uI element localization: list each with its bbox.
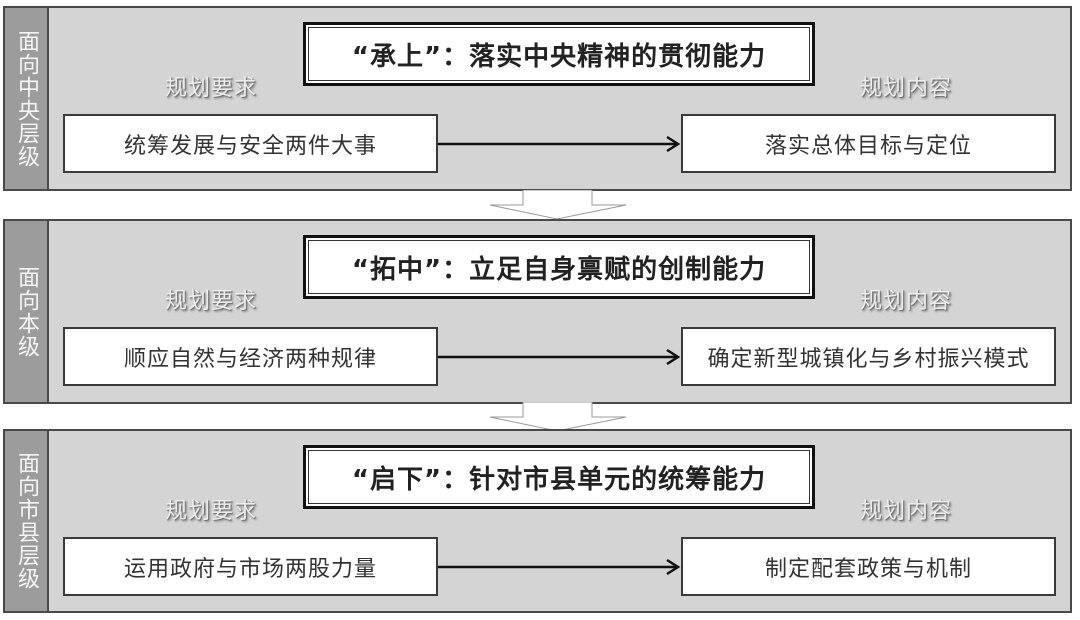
requirement-label: 规划要求 — [165, 76, 258, 101]
requirement-text: 顺应自然与经济两种规律 — [123, 346, 377, 372]
content-label: 规划内容 — [860, 499, 953, 524]
content-label: 规划内容 — [860, 289, 953, 314]
requirement-box: 顺应自然与经济两种规律 — [63, 327, 438, 386]
level-title: “承上”：落实中央精神的贯彻能力 — [351, 41, 767, 72]
side-label: 面向中央层级 — [14, 29, 39, 168]
level-panel-central: 面向中央层级 “承上”：落实中央精神的贯彻能力 规划要求 规划内容 统筹发展与安… — [3, 6, 1072, 191]
requirement-text: 运用政府与市场两股力量 — [123, 556, 377, 582]
right-arrow-icon — [438, 348, 681, 366]
content-box: 落实总体目标与定位 — [681, 114, 1056, 173]
down-arrow-icon — [489, 402, 627, 432]
content-label: 规划内容 — [860, 76, 953, 101]
title-box: “承上”：落实中央精神的贯彻能力 — [303, 22, 815, 86]
down-arrow-icon — [489, 190, 627, 220]
requirement-label: 规划要求 — [165, 499, 258, 524]
level-title: “拓中”：立足自身禀赋的创制能力 — [351, 254, 767, 285]
requirement-label: 规划要求 — [165, 289, 258, 314]
level-title: “启下”：针对市县单元的统筹能力 — [351, 464, 767, 495]
side-strip: 面向市县层级 — [5, 431, 49, 611]
side-label: 面向市县层级 — [14, 452, 39, 590]
requirement-box: 运用政府与市场两股力量 — [63, 537, 438, 596]
content-text: 制定配套政策与机制 — [764, 556, 972, 582]
requirement-text: 统筹发展与安全两件大事 — [123, 133, 377, 159]
level-panel-county: 面向市县层级 “启下”：针对市县单元的统筹能力 规划要求 规划内容 运用政府与市… — [3, 429, 1072, 613]
side-strip: 面向中央层级 — [5, 8, 49, 189]
right-arrow-icon — [438, 135, 681, 153]
title-box: “启下”：针对市县单元的统筹能力 — [303, 445, 815, 509]
content-box: 确定新型城镇化与乡村振兴模式 — [681, 327, 1056, 386]
right-arrow-icon — [438, 558, 681, 576]
content-box: 制定配套政策与机制 — [681, 537, 1056, 596]
requirement-box: 统筹发展与安全两件大事 — [63, 114, 438, 173]
content-text: 确定新型城镇化与乡村振兴模式 — [707, 346, 1030, 372]
side-strip: 面向本级 — [5, 221, 49, 402]
side-label: 面向本级 — [14, 265, 39, 358]
title-box: “拓中”：立足自身禀赋的创制能力 — [303, 235, 815, 299]
content-text: 落实总体目标与定位 — [764, 133, 972, 159]
level-panel-local: 面向本级 “拓中”：立足自身禀赋的创制能力 规划要求 规划内容 顺应自然与经济两… — [3, 219, 1072, 404]
